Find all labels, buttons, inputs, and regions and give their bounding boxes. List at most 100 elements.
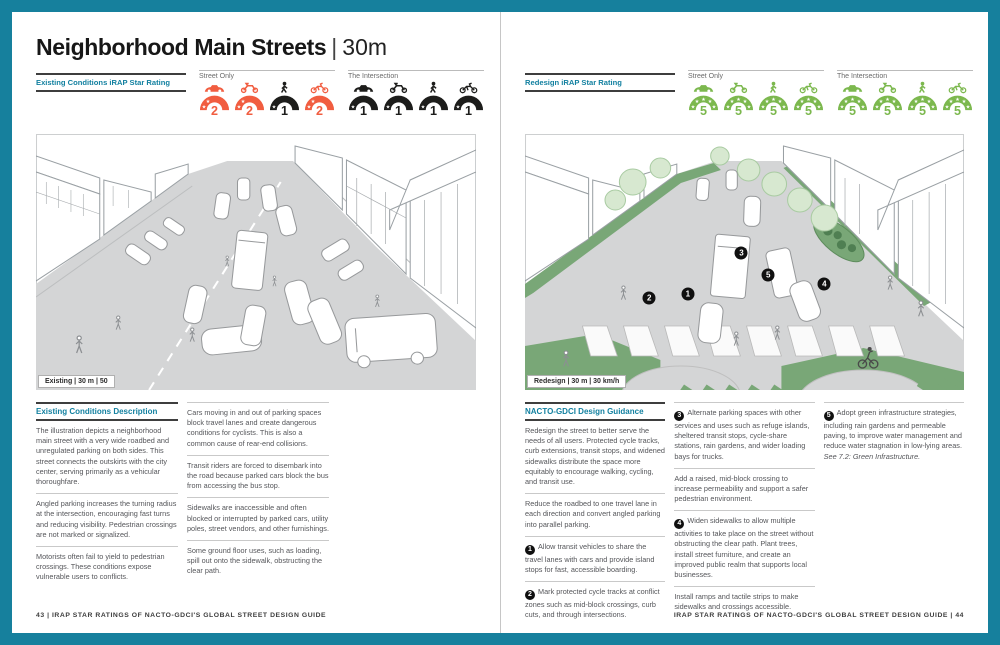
- svg-text:2: 2: [246, 104, 253, 116]
- paragraph: Some ground floor uses, such as loading,…: [187, 540, 329, 583]
- numbered-bullet: 4: [674, 519, 685, 530]
- svg-text:★: ★: [736, 97, 741, 103]
- paragraph: Install ramps and tactile strips to make…: [674, 586, 815, 618]
- svg-text:★: ★: [920, 97, 925, 103]
- svg-text:★: ★: [813, 99, 818, 105]
- star-rating-motorcycle-icon: ★★★★★5: [723, 81, 754, 116]
- description-column-2: Cars moving in and out of parking spaces…: [187, 402, 329, 589]
- illustration-marker-1: 1: [681, 287, 695, 301]
- svg-text:★: ★: [885, 97, 890, 103]
- star-rating-pedestrian-icon: ★★★★★5: [758, 81, 789, 116]
- svg-text:★: ★: [351, 105, 356, 111]
- page-left: Neighborhood Main Streets|30m Existing C…: [12, 12, 500, 633]
- svg-text:★: ★: [456, 105, 461, 111]
- svg-text:★: ★: [765, 99, 770, 105]
- star-rating-pedestrian-icon: ★1: [269, 81, 300, 116]
- page-right: Redesign iRAP Star Rating Street Only ★★…: [500, 12, 988, 633]
- svg-text:★: ★: [771, 97, 776, 103]
- svg-text:★: ★: [850, 97, 855, 103]
- street-only-label: Street Only: [688, 70, 824, 80]
- svg-text:★: ★: [914, 99, 919, 105]
- existing-ratings-row: Existing Conditions iRAP Star Rating Str…: [36, 70, 484, 134]
- star-rating-bicycle-icon: ★★★★★5: [942, 81, 973, 116]
- svg-text:★: ★: [307, 105, 312, 111]
- existing-scene-drawing: [36, 134, 476, 390]
- star-rating-pedestrian-icon: ★1: [418, 81, 449, 116]
- svg-text:★: ★: [712, 105, 717, 111]
- svg-text:★: ★: [421, 105, 426, 111]
- intersection-group: The Intersection ★1★1★1★1: [348, 70, 484, 116]
- title-separator: |: [331, 34, 338, 60]
- svg-text:★: ★: [386, 105, 391, 111]
- paragraph: Angled parking increases the turning rad…: [36, 493, 178, 546]
- svg-text:★: ★: [931, 105, 936, 111]
- paragraph: Sidewalks are inaccessible and often blo…: [187, 497, 329, 540]
- svg-text:★: ★: [910, 105, 915, 111]
- paragraph: Cars moving in and out of parking spaces…: [187, 402, 329, 455]
- star-rating-pedestrian-icon: ★★★★★5: [907, 81, 938, 116]
- street-only-ratings: ★★2★★2★1★★2: [199, 81, 335, 116]
- existing-illustration-label: Existing | 30 m | 50: [38, 375, 115, 388]
- svg-text:★: ★: [800, 99, 805, 105]
- svg-text:★: ★: [778, 99, 783, 105]
- star-rating-motorcycle-icon: ★★★★★5: [872, 81, 903, 116]
- guidance-column-1: NACTO-GDCI Design Guidance Redesign the …: [525, 402, 666, 626]
- svg-text:5: 5: [700, 104, 707, 116]
- svg-text:5: 5: [735, 104, 742, 116]
- numbered-bullet: 1: [525, 544, 535, 555]
- street-only-group: Street Only ★★2★★2★1★★2: [199, 70, 335, 116]
- existing-description-columns: Existing Conditions Description The illu…: [36, 402, 476, 589]
- existing-street-illustration: Existing | 30 m | 50: [36, 134, 476, 390]
- paragraph: Add a raised, mid-block crossing to incr…: [674, 467, 815, 511]
- svg-text:★: ★: [857, 99, 862, 105]
- illustration-marker-4: 4: [817, 277, 831, 291]
- svg-text:★: ★: [311, 99, 316, 105]
- description-column-1: Existing Conditions Description The illu…: [36, 402, 178, 589]
- svg-text:★: ★: [861, 105, 866, 111]
- intersection-label: The Intersection: [348, 70, 484, 80]
- existing-rating-header: Existing Conditions iRAP Star Rating: [36, 73, 186, 92]
- svg-text:★: ★: [241, 99, 246, 105]
- svg-text:★: ★: [962, 99, 967, 105]
- intersection-label: The Intersection: [837, 70, 973, 80]
- page-title: Neighborhood Main Streets|30m: [36, 12, 476, 70]
- svg-text:★: ★: [945, 105, 950, 111]
- svg-text:★: ★: [701, 97, 706, 103]
- paragraph: Redesign the street to better serve the …: [525, 426, 665, 487]
- svg-text:5: 5: [805, 104, 812, 116]
- redesign-rating-header: Redesign iRAP Star Rating: [525, 73, 675, 92]
- svg-text:★: ★: [747, 105, 752, 111]
- numbered-bullet: 3: [674, 410, 685, 421]
- svg-text:★: ★: [966, 105, 971, 111]
- svg-text:★: ★: [892, 99, 897, 105]
- existing-description-header: Existing Conditions Description: [36, 402, 178, 421]
- guidance-header: NACTO-GDCI Design Guidance: [525, 402, 666, 421]
- intersection-group: The Intersection ★★★★★5★★★★★5★★★★★5★★★★★…: [837, 70, 973, 116]
- street-only-label: Street Only: [199, 70, 335, 80]
- street-only-group: Street Only ★★★★★5★★★★★5★★★★★5★★★★★5: [688, 70, 824, 116]
- guidance-paragraphs-1: Redesign the street to better serve the …: [525, 421, 666, 626]
- star-rating-car-icon: ★★★★★5: [688, 81, 719, 116]
- svg-text:★: ★: [730, 99, 735, 105]
- svg-text:★: ★: [272, 105, 277, 111]
- svg-text:5: 5: [884, 104, 891, 116]
- svg-text:★: ★: [879, 99, 884, 105]
- description-paragraphs-2: Cars moving in and out of parking spaces…: [187, 402, 329, 583]
- redesign-ratings-row: Redesign iRAP Star Rating Street Only ★★…: [525, 70, 973, 134]
- redesign-illustration-label: Redesign | 30 m | 30 km/h: [527, 375, 627, 388]
- description-paragraphs-1: The illustration depicts a neighborhood …: [36, 421, 178, 589]
- svg-text:★: ★: [955, 97, 960, 103]
- svg-text:★: ★: [896, 105, 901, 111]
- svg-text:★: ★: [726, 105, 731, 111]
- title-width: 30m: [342, 34, 388, 60]
- guidance-columns: NACTO-GDCI Design Guidance Redesign the …: [525, 402, 964, 626]
- intersection-ratings: ★★★★★5★★★★★5★★★★★5★★★★★5: [837, 81, 973, 116]
